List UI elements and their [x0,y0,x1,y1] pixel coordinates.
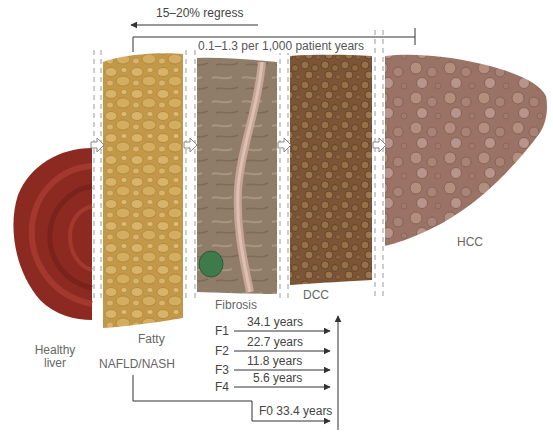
annotation-label: Fatty [137,333,166,346]
annotation-label: 5.6 years [252,372,303,385]
stage-arrow [338,316,339,430]
annotation-label: Healthy liver [24,344,86,370]
annotation-label: Fibrosis [214,299,258,312]
stage-arrow [133,316,338,430]
incidence-bracket [133,28,415,52]
incidence-bracket [133,37,415,38]
progression-chevron [91,138,386,152]
annotation-label: F3 [214,364,230,377]
incidence-bracket [133,37,134,52]
annotation-label: HCC [456,236,484,249]
annotation-label: F0 33.4 years [258,405,333,418]
hcc-liver [385,55,547,246]
fibrotic-liver [197,58,277,294]
healthy-liver [50,186,92,288]
annotation-label: 11.8 years [246,355,303,368]
progression-chevron [373,138,386,152]
stage-arrow [234,351,330,352]
fatty-liver [103,53,183,328]
progression-chevron [91,138,104,152]
annotation-label: NAFLD/NASH [98,358,176,371]
fibrotic-liver [197,58,277,294]
dashed-separator [195,50,196,300]
stage-arrow [234,370,330,371]
dashed-separator [383,30,384,300]
dashed-separator [280,50,281,300]
annotation-label: F4 [214,381,230,394]
dashed-separator [186,50,187,300]
cirrhotic-liver [290,55,372,285]
healthy-liver [70,206,92,270]
annotation-label: F2 [214,345,230,358]
healthy-liver [13,148,92,320]
annotation-label: 15–20% regress [155,7,244,20]
dashed-separator [101,50,102,300]
incidence-bracket [415,28,416,45]
fibrotic-liver [238,62,262,292]
annotation-label: F1 [214,325,230,338]
stage-arrow [234,387,330,388]
annotation-label: DCC [302,289,330,302]
dashed-separator [94,50,95,300]
regress-arrow [131,25,258,26]
annotation-label: 34.1 years [246,316,304,329]
stage-arrow [234,331,330,332]
fibrotic-liver [238,62,262,292]
healthy-liver [13,148,92,320]
healthy-liver [32,166,92,304]
dashed-separator [375,30,376,300]
dashed-separator [288,50,289,300]
progression-chevron [278,138,291,152]
progression-chevron [184,138,197,152]
annotation-label: 22.7 years [246,336,304,349]
annotation-label: 0.1–1.3 per 1,000 patient years [197,40,365,53]
fibrotic-liver [199,251,223,277]
